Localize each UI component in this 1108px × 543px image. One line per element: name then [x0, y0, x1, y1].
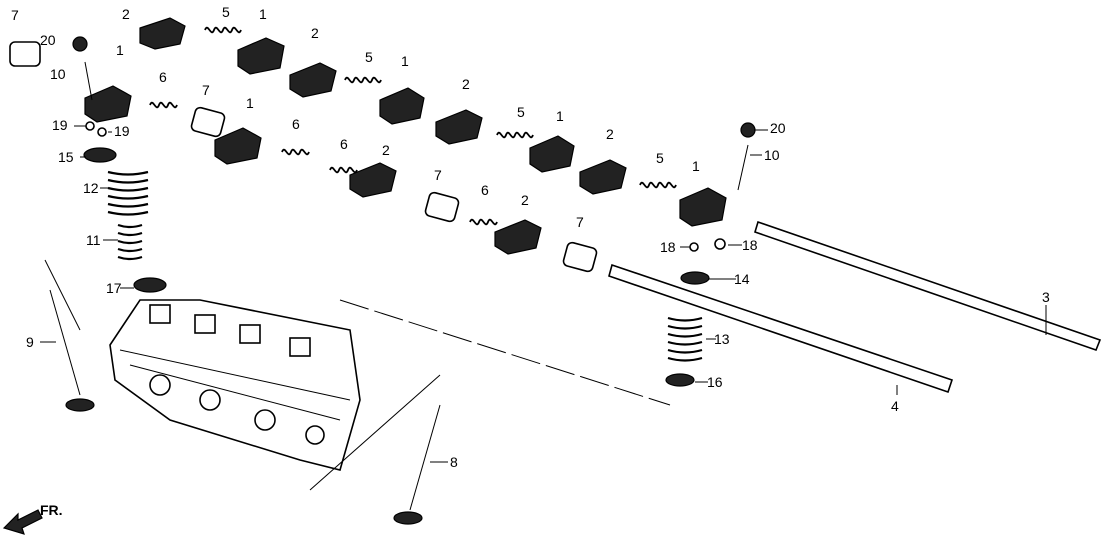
callout: 10	[50, 66, 66, 82]
guide-line	[339, 299, 671, 406]
callout: 20	[40, 32, 56, 48]
rocker-shaft-3	[754, 220, 1102, 352]
spring-13	[667, 316, 703, 362]
callout: 2	[606, 126, 614, 142]
callout: 1	[401, 53, 409, 69]
callout: 2	[122, 6, 130, 22]
callout: 16	[707, 374, 723, 390]
callout: 1	[259, 6, 267, 22]
guide-line	[309, 374, 441, 491]
guide-line	[44, 259, 81, 331]
callout: 14	[734, 271, 750, 287]
callout: 9	[26, 334, 34, 350]
valve-8	[393, 404, 441, 525]
callout: 10	[764, 147, 780, 163]
spring-12	[107, 170, 149, 216]
callout: 1	[692, 158, 700, 174]
callout: 3	[1042, 289, 1050, 305]
retainer-14	[680, 271, 710, 285]
callout: 7	[202, 82, 210, 98]
callout: 17	[106, 280, 122, 296]
retainer-15	[83, 147, 117, 163]
spacer-7	[9, 41, 598, 273]
cylinder-head	[109, 299, 361, 471]
callout: 6	[292, 116, 300, 132]
front-marker: FR.	[40, 502, 63, 518]
callout: 18	[660, 239, 676, 255]
callout: 5	[365, 49, 373, 65]
callout: 7	[11, 7, 19, 23]
fasteners	[72, 36, 756, 252]
callout: 2	[382, 142, 390, 158]
small-springs	[149, 26, 677, 226]
callout: 19	[114, 123, 130, 139]
callout: 1	[556, 108, 564, 124]
leader-lines	[40, 125, 1047, 463]
callout: 6	[340, 136, 348, 152]
callout: 4	[891, 398, 899, 414]
valve-9	[49, 289, 95, 412]
spring-seat-16	[665, 373, 695, 387]
callout-labels: 7 20 2 5 1 2 5 1 2 5 1 2 5 1 20 10 1 10 …	[11, 4, 1050, 470]
callout: 5	[517, 104, 525, 120]
callout: 11	[86, 232, 101, 248]
front-arrow-icon: FR.	[2, 502, 63, 535]
callout: 8	[450, 454, 458, 470]
callout: 1	[246, 95, 254, 111]
callout: 5	[656, 150, 664, 166]
callout: 12	[83, 180, 99, 196]
callout: 20	[770, 120, 786, 136]
rocker-arms	[84, 17, 727, 255]
spring-11	[117, 223, 143, 261]
spring-seat-17	[133, 277, 167, 293]
callout: 15	[58, 149, 74, 165]
callout: 5	[222, 4, 230, 20]
callout: 6	[481, 182, 489, 198]
rocker-shaft-4	[608, 263, 954, 394]
callout: 18	[742, 237, 758, 253]
callout: 2	[311, 25, 319, 41]
callout: 13	[714, 331, 730, 347]
callout: 19	[52, 117, 68, 133]
callout: 7	[434, 167, 442, 183]
callout: 6	[159, 69, 167, 85]
callout: 2	[521, 192, 529, 208]
callout: 2	[462, 76, 470, 92]
callout: 7	[576, 214, 584, 230]
callout: 1	[116, 42, 124, 58]
